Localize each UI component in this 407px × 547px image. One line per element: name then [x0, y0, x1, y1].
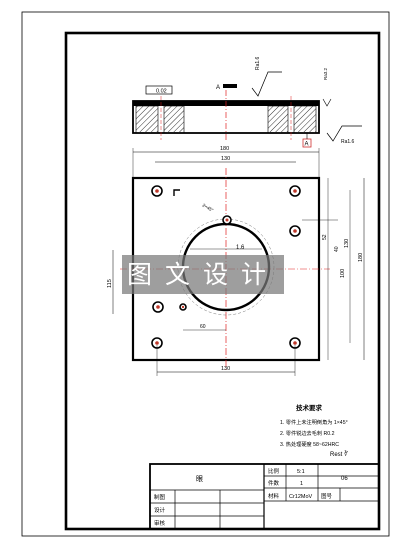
quantity-value: 1 [300, 481, 303, 487]
scale-value: 5:1 [297, 469, 305, 475]
outer-border [21, 11, 390, 537]
dim-overall-height: 180 [358, 253, 364, 262]
dim-center-offset: 60 [200, 324, 206, 330]
title-row-label: 制图 [154, 493, 166, 501]
flatness-tolerance: 0.02 [156, 89, 167, 95]
dim-inner-height: 100 [340, 269, 346, 278]
dim-overall-width: 180 [220, 146, 229, 152]
section-hatch-left [135, 105, 159, 134]
tech-requirements: 技术要求 1. 零件上未注明倒角为 1×45° 2. 零件锐边去毛刺 R0.2 … [280, 403, 348, 458]
scale-label: 比例 [268, 467, 280, 475]
tech-requirement-item: 2. 零件锐边去毛刺 R0.2 [280, 429, 335, 437]
dim-left-offset: 115 [107, 279, 113, 288]
mounting-holes [151, 185, 301, 349]
tech-requirement-item: 3. 热处理硬度 58~62HRC [280, 440, 339, 448]
material-label: 材料 [268, 492, 280, 500]
roughness-note: Rest ∛ [330, 451, 348, 458]
surface-finish-top: Ra1.6 [255, 56, 261, 70]
dim-chamfer-note: 2×45° [202, 203, 215, 213]
material-value: Cr12MoV [289, 494, 313, 500]
dim-bottom-spacing: 130 [221, 366, 230, 372]
watermark: 图文设计 [122, 255, 284, 294]
datum-label-top: A [216, 85, 220, 91]
section-view: 0.02 A Ra1.6 A Ra1.6 Ra3.2 [132, 56, 362, 148]
quantity-label: 件数 [268, 479, 280, 487]
sheet-label: 图号 [321, 492, 333, 500]
datum-label-side: A [305, 142, 309, 148]
dim-right-offset-2: 40 [334, 246, 340, 252]
title-block [149, 463, 380, 530]
dim-right-offset-1: 52 [322, 234, 328, 240]
dim-hole-spacing-x: 130 [221, 156, 230, 162]
dim-bore: 1.6 [236, 245, 245, 251]
title-row-label: 审核 [154, 519, 166, 527]
title-row-label: 设计 [154, 506, 166, 514]
section-hatch-right [293, 105, 317, 134]
drawing-number: 06 [341, 476, 348, 482]
dim-hole-spacing-y: 130 [344, 239, 350, 248]
tech-requirements-title: 技术要求 [296, 403, 323, 412]
surface-finish-side: Ra1.6 [341, 139, 355, 145]
surface-finish-rest: Ra3.2 [323, 67, 328, 80]
tech-requirement-item: 1. 零件上未注明倒角为 1×45° [280, 418, 348, 426]
part-name: 眼 [196, 475, 203, 483]
